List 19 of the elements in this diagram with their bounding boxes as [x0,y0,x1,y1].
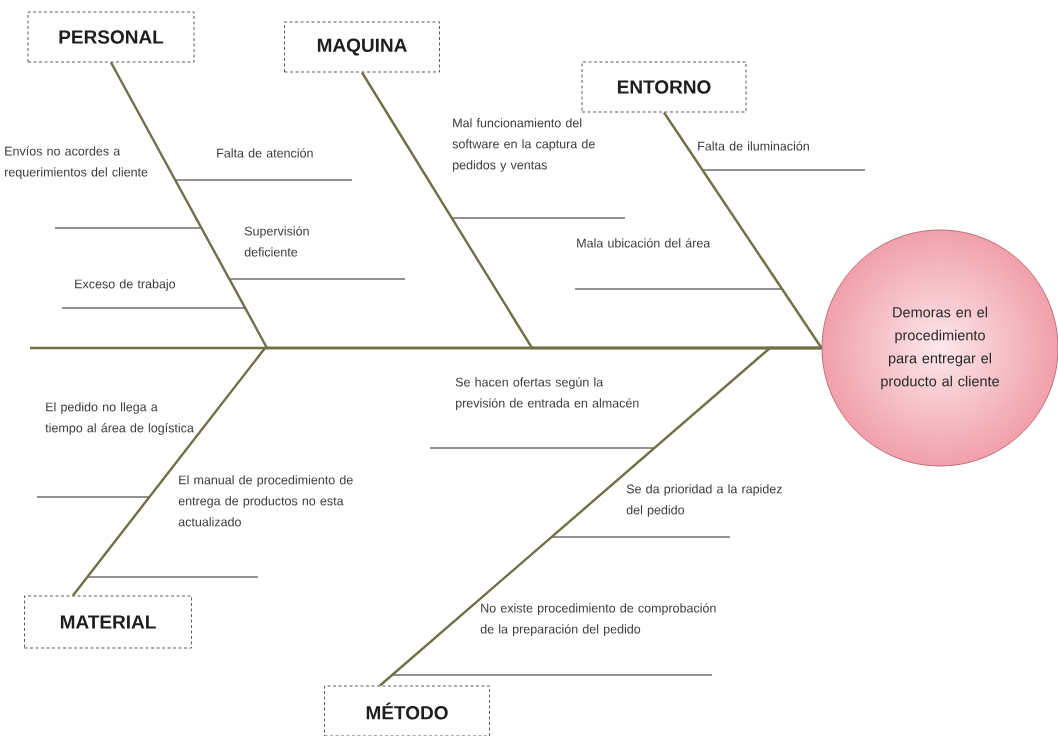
cause-text: Supervisión deficiente [244,226,309,257]
cause-text: Falta de iluminación [698,141,809,151]
category-box: MATERIAL [24,595,192,649]
cause-text: El pedido no llega a tiempo al área de logística [45,402,194,435]
cause-text: No existe procedimiento de comprobación de la preparación del pedido [480,603,716,636]
cause-text: Falta de atención [217,148,313,158]
cause-text: Se da prioridad a la rapidez del pedido [626,484,782,517]
cause-text: Se hacen ofertas según la previsión de entrada en almacén [455,377,639,410]
category-box: PERSONAL [27,11,195,63]
cause-text: El manual de procedimiento de entrega de productos no esta actualizado [178,475,353,527]
cause-text: Exceso de trabajo [75,279,176,291]
category-box: MAQUINA [284,21,440,73]
fishbone-line [379,346,822,687]
cause-text: Mala ubicación del área [577,238,711,248]
fishbone-line [663,111,823,349]
cause-text: Mal funcionamiento del software en la captura de pedidos y ventas [452,118,595,172]
cause-text: Envíos no acordes a requerimientos del cliente [5,146,148,179]
category-box: ENTORNO [581,61,747,113]
category-box: MÉTODO [324,685,490,736]
